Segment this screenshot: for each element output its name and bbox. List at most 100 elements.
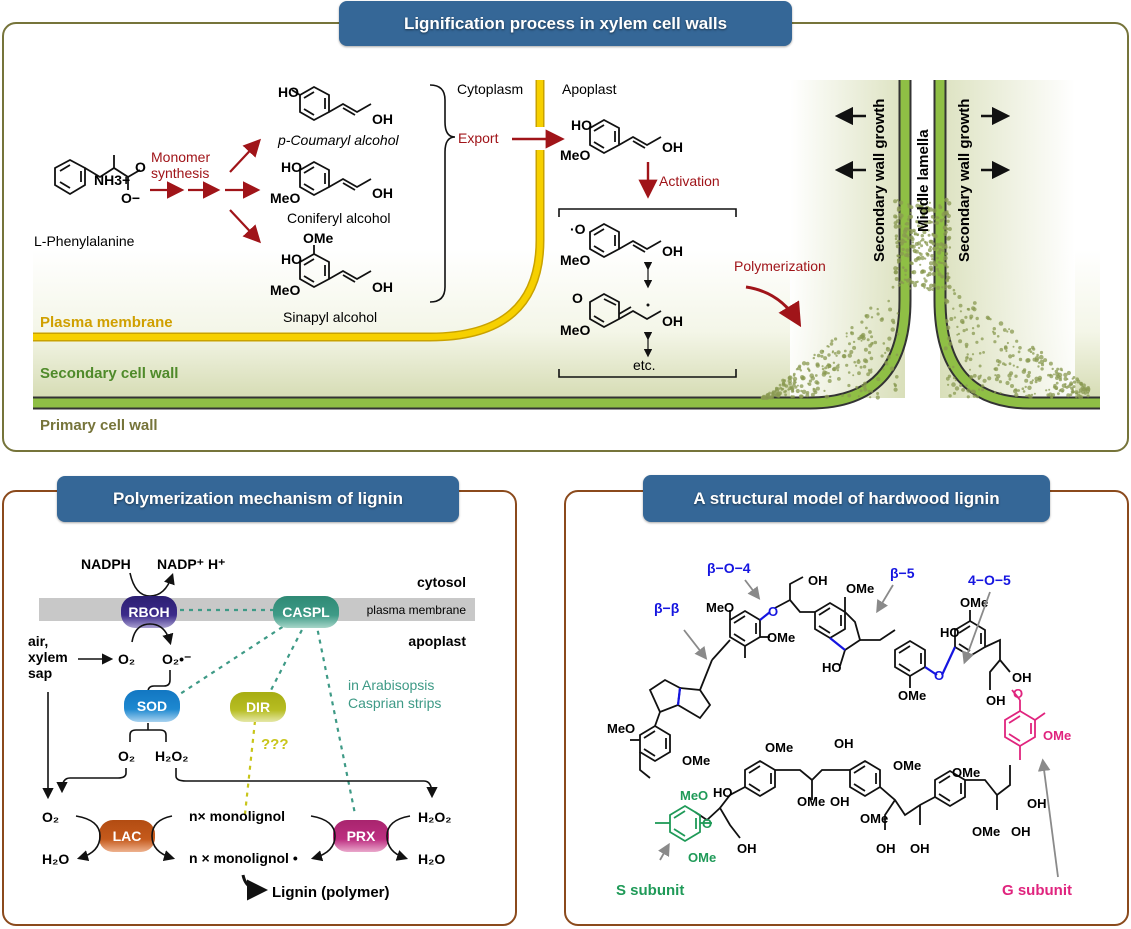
lignin-particle [906,218,910,221]
lignin-particle [895,219,900,223]
lignin-particle [954,379,957,382]
lignin-particle [899,251,905,256]
lignin-particle [943,226,947,230]
lignin-particle [998,321,1004,326]
lignin-particle [998,380,1003,384]
lignin-particle [868,330,872,334]
lignin-particle [946,265,949,269]
lignin-particle [995,359,1000,363]
lignin-particle [904,273,907,276]
lignin-particle [1021,387,1025,391]
lignin-particle [1055,387,1058,391]
lignin-particle [997,363,1000,367]
lignin-particle [909,211,912,214]
lignin-particle [933,222,937,225]
lignin-particle [966,388,971,393]
lignin-particle [972,394,977,398]
lignin-particle [966,353,969,356]
lignin-particle [994,377,999,382]
enzyme-caspl: CASPL [273,596,339,628]
apoplast-label-small: apoplast [408,633,466,649]
nadph-arrow [129,572,175,597]
lignin-particle [945,278,949,281]
lignin-particle [1014,374,1018,378]
lignin-particle [1086,387,1091,392]
label-ho: HO [822,660,842,675]
lignin-particle [975,340,979,344]
lignin-particle [897,284,901,287]
g-subunit-ome: OMe [1043,728,1071,743]
lignin-particle [900,242,904,246]
lignin-particle [970,376,973,379]
lignin-particle [959,310,963,313]
lignin-particle [1072,376,1076,379]
lignin-particle [1087,392,1089,395]
lignin-particle [867,351,872,355]
lignin-particle [824,371,828,375]
lignin-particle [994,391,997,394]
lignin-particle [895,375,899,379]
lignin-particle [969,314,974,319]
lignin-particle [1032,352,1035,355]
lignin-particle [894,237,898,241]
lignin-particle [1039,350,1044,355]
lignin-particle [922,230,927,235]
radical-oh-label: OH [662,243,683,259]
label-oh: OH [1012,670,1032,685]
lignin-particle [1005,349,1008,353]
lignin-particle [962,329,966,333]
lignin-particle [1053,373,1055,376]
lignin-particle [1040,367,1044,371]
lignin-particle [913,283,917,288]
phenylalanine-label: L-Phenylalanine [34,233,135,249]
monolignol-brace [429,84,456,303]
lignin-particle [946,213,951,219]
lignin-particle [799,384,804,388]
lignin-particle [1018,346,1022,350]
lignin-particle [893,382,896,386]
lignin-particle [1048,388,1051,391]
lignin-particle [906,236,911,240]
nh3-label: NH3+ [94,172,130,188]
lignin-particle [946,272,950,275]
lignin-particle [1008,377,1012,381]
4-o-5-label: 4−O−5 [968,572,1011,588]
lignin-particle [964,315,968,319]
lignin-particle [906,252,909,255]
beta-o-4-oxygen: O [768,604,778,619]
lignin-particle [920,244,924,248]
lignin-particle [947,235,952,240]
plasma-membrane-label: Plasma membrane [40,314,173,331]
lignin-particle [947,201,952,206]
o2-top-label: O₂ [118,651,135,667]
lignin-particle [978,364,982,368]
lignin-particle [893,270,899,275]
lignin-particle [1027,385,1032,390]
lignin-particle [826,345,829,348]
cytosol-label: cytosol [417,574,466,590]
lignin-particle [954,386,960,391]
lignin-particle [792,374,796,377]
lignin-particle [876,392,880,395]
coniferyl-label: Coniferyl alcohol [287,210,391,226]
label-oh: OH [830,794,850,809]
lignin-particle [944,197,949,203]
lignin-particle [904,240,907,243]
lignin-particle [914,281,918,284]
lignin-particle [903,227,909,232]
lignin-particle [827,379,832,383]
label-ho: HO [940,625,960,640]
lignin-particle [1022,368,1027,372]
secondary-cell-wall-label: Secondary cell wall [40,365,178,382]
lignin-particle [1030,393,1034,397]
label-ome: OMe [952,765,980,780]
lignin-particle [896,312,899,315]
lignin-particle [896,258,900,262]
lignin-particle [861,384,863,387]
lignin-particle [970,389,975,394]
lignin-particle [1055,381,1059,385]
lignin-particle [1034,380,1038,384]
activation-label: Activation [659,173,720,189]
lignin-particle [923,221,928,226]
lignin-particle [896,267,899,270]
